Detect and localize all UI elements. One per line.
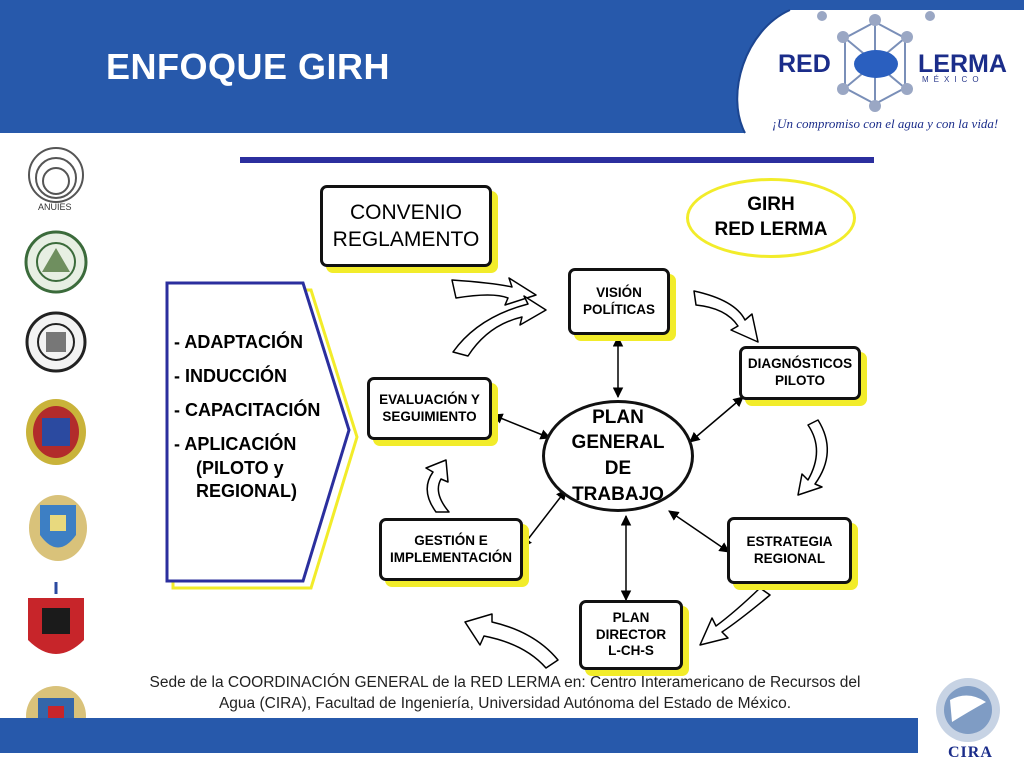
left-list: - ADAPTACIÓN - INDUCCIÓN - CAPACITACIÓN …	[174, 332, 320, 504]
divider-line	[240, 157, 874, 163]
footer-line-2: Agua (CIRA), Facultad de Ingeniería, Uni…	[218, 694, 792, 712]
page-title: ENFOQUE GIRH	[106, 46, 391, 87]
seal-green-icon	[24, 230, 88, 294]
node-gestion-implementacion: GESTIÓN E IMPLEMENTACIÓN	[379, 518, 523, 581]
logo-red-text: RED	[778, 50, 831, 78]
list-item: - APLICACIÓN	[174, 434, 297, 454]
logo-lerma-text: LERMA	[918, 50, 1007, 78]
node-plan-director: PLAN DIRECTOR L-CH-S	[579, 600, 683, 670]
node-plan-general: PLAN GENERAL DE TRABAJO	[542, 400, 694, 512]
list-item: - CAPACITACIÓN	[174, 400, 321, 420]
logo-mexico-text: MÉXICO	[922, 75, 984, 84]
list-item: - ADAPTACIÓN	[174, 332, 303, 352]
anuies-logo-icon	[28, 147, 84, 203]
logo-tagline: ¡Un compromiso con el agua y con la vida…	[772, 116, 999, 131]
seal-bw-icon	[25, 311, 87, 373]
node-evaluacion-seguimiento: EVALUACIÓN Y SEGUIMIENTO	[367, 377, 492, 440]
footer-bar	[0, 718, 918, 753]
girh-red-lerma-label: GIRH RED LERMA	[686, 178, 856, 258]
list-item: - INDUCCIÓN	[174, 366, 287, 386]
node-convenio: CONVENIO REGLAMENTO	[320, 185, 492, 267]
node-estrategia-regional: ESTRATEGIA REGIONAL	[727, 517, 852, 584]
footer-line-1: Sede de la COORDINACIÓN GENERAL de la RE…	[149, 674, 861, 691]
seal-red-blue-icon	[26, 399, 86, 465]
node-diagnosticos-piloto: DIAGNÓSTICOS PILOTO	[739, 346, 861, 400]
list-item-continuation: REGIONAL)	[196, 481, 297, 501]
seal-coat-of-arms-icon	[28, 582, 84, 654]
footer-text: Sede de la COORDINACIÓN GENERAL de la RE…	[60, 673, 950, 715]
seal-shield-icon	[29, 495, 87, 561]
list-item-continuation: (PILOTO y	[196, 458, 284, 478]
node-vision-politicas: VISIÓN POLÍTICAS	[568, 268, 670, 335]
cira-label: CIRA	[948, 744, 993, 761]
anuies-label: ANUIES	[38, 202, 72, 212]
